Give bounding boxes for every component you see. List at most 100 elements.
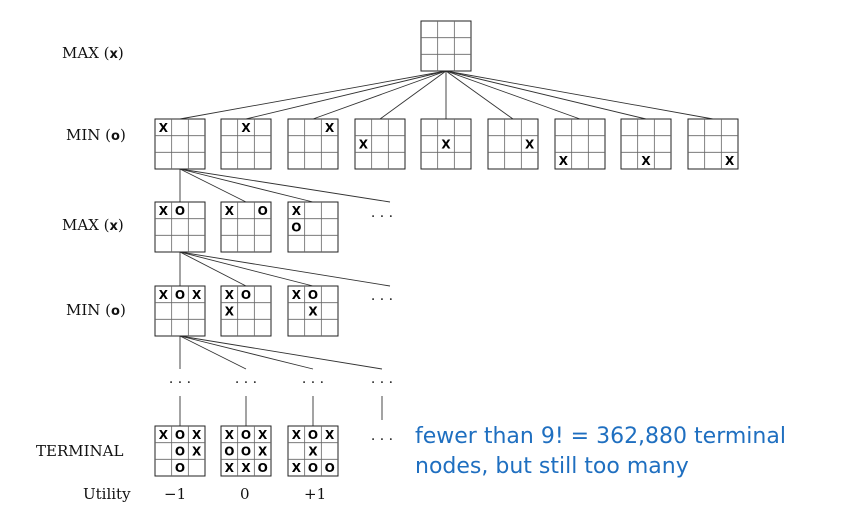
edge-min-to-next-3 <box>179 335 314 370</box>
terminal-count-note: fewer than 9! = 362,880 terminal nodes, … <box>415 422 786 482</box>
board-min-2 <box>220 118 272 170</box>
board-root <box>420 20 472 72</box>
board-terminal-2-mark-o: O <box>241 428 251 442</box>
board-terminal-3-mark-x: X <box>292 461 302 475</box>
board-terminal-2-mark-o: O <box>258 461 268 475</box>
board-min-3 <box>287 118 339 170</box>
board-max2-3 <box>287 201 339 253</box>
edge-root-to-min-1 <box>179 70 447 120</box>
board-min-4 <box>354 118 406 170</box>
board-terminal-3-mark-o: O <box>308 461 318 475</box>
board-min-9 <box>687 118 739 170</box>
edge-root-to-min-7 <box>445 70 581 120</box>
utility-value-3: +1 <box>304 485 327 503</box>
ellipsis-depth-3: · · · <box>302 375 324 391</box>
board-min2-1-mark-o: O <box>175 288 185 302</box>
edge-root-to-min-3 <box>312 70 447 120</box>
board-max2-2-mark-x: X <box>225 204 235 218</box>
ellipsis-max-row: · · · <box>371 209 393 225</box>
edge-root-to-min-9 <box>445 70 714 120</box>
board-terminal-2-mark-x: X <box>258 428 268 442</box>
board-max2-1 <box>154 201 206 253</box>
ellipsis-depth-4: · · · <box>371 375 393 391</box>
board-terminal-2-mark-o: O <box>241 445 251 459</box>
edge-max-to-min-2 <box>179 251 247 287</box>
board-terminal-3-mark-o: O <box>308 428 318 442</box>
board-min2-2-mark-o: O <box>241 288 251 302</box>
ellipsis-terminal-row: · · · <box>371 432 393 448</box>
board-min2-3-mark-x: X <box>308 305 318 319</box>
board-terminal-3-mark-x: X <box>325 428 335 442</box>
board-terminal-2-mark-o: O <box>224 445 234 459</box>
board-min2-3-mark-x: X <box>292 288 302 302</box>
board-terminal-3-mark-x: X <box>292 428 302 442</box>
board-min2-1-mark-x: X <box>159 288 169 302</box>
edge-min-to-max-2 <box>179 168 247 203</box>
utility-value-2: 0 <box>240 485 250 503</box>
level-label-min-1: MIN (o) <box>66 126 126 144</box>
level-label-utility: Utility <box>83 485 131 503</box>
board-min2-2 <box>220 285 272 337</box>
board-terminal-2-mark-x: X <box>225 428 235 442</box>
board-min-9-mark-x: X <box>725 154 735 168</box>
board-min-6 <box>487 118 539 170</box>
board-min-7-mark-x: X <box>559 154 569 168</box>
board-terminal-2-mark-x: X <box>225 461 235 475</box>
edge-max-to-min-more <box>179 251 391 287</box>
board-terminal-1-mark-x: X <box>192 445 202 459</box>
ellipsis-min-row: · · · <box>371 292 393 308</box>
board-max2-2 <box>220 201 272 253</box>
ellipsis-depth-1: · · · <box>169 375 191 391</box>
board-terminal-3-mark-o: O <box>325 461 335 475</box>
board-max2-3-mark-o: O <box>291 221 301 235</box>
board-min-1-mark-x: X <box>159 121 169 135</box>
board-min2-2-mark-x: X <box>225 305 235 319</box>
board-max2-3-mark-x: X <box>292 204 302 218</box>
board-min-3-mark-x: X <box>325 121 335 135</box>
board-min-5 <box>420 118 472 170</box>
edge-min-to-next-4 <box>179 335 383 370</box>
board-min-1 <box>154 118 206 170</box>
board-terminal-1-mark-x: X <box>192 428 202 442</box>
level-label-max-1: MAX (x) <box>62 44 124 62</box>
board-terminal-2-mark-x: X <box>241 461 251 475</box>
level-label-terminal: TERMINAL <box>36 442 124 460</box>
board-min-5-mark-x: X <box>441 138 451 152</box>
board-terminal-2-mark-x: X <box>258 445 268 459</box>
edge-min-to-max-3 <box>179 168 314 203</box>
board-terminal-1 <box>154 425 206 477</box>
board-max2-1-mark-x: X <box>159 204 169 218</box>
board-max2-2-mark-o: O <box>258 204 268 218</box>
board-min2-1 <box>154 285 206 337</box>
board-min2-2-mark-x: X <box>225 288 235 302</box>
board-min-8 <box>620 118 672 170</box>
board-terminal-1-mark-o: O <box>175 461 185 475</box>
board-terminal-3 <box>287 425 339 477</box>
level-label-max-2: MAX (x) <box>62 216 124 234</box>
edge-min-to-next-2 <box>179 335 247 370</box>
board-min-8-mark-x: X <box>641 154 651 168</box>
board-terminal-1-mark-o: O <box>175 445 185 459</box>
board-min2-3-mark-o: O <box>308 288 318 302</box>
board-terminal-1-mark-o: O <box>175 428 185 442</box>
board-terminal-1-mark-x: X <box>159 428 169 442</box>
board-max2-1-mark-o: O <box>175 204 185 218</box>
board-min-6-mark-x: X <box>525 138 535 152</box>
edge-root-to-min-2 <box>245 70 447 120</box>
edge-min-to-max-more <box>179 168 391 203</box>
utility-value-1: −1 <box>164 485 187 503</box>
level-label-min-2: MIN (o) <box>66 301 126 319</box>
board-min-4-mark-x: X <box>359 138 369 152</box>
note-line-2: nodes, but still too many <box>415 454 689 479</box>
board-terminal-2 <box>220 425 272 477</box>
note-line-1: fewer than 9! = 362,880 terminal <box>415 424 786 449</box>
board-min2-3 <box>287 285 339 337</box>
edge-root-to-min-8 <box>445 70 647 120</box>
board-min-2-mark-x: X <box>241 121 251 135</box>
edge-max-to-min-3 <box>179 251 314 287</box>
ellipsis-depth-2: · · · <box>235 375 257 391</box>
board-terminal-3-mark-x: X <box>308 445 318 459</box>
board-min2-1-mark-x: X <box>192 288 202 302</box>
